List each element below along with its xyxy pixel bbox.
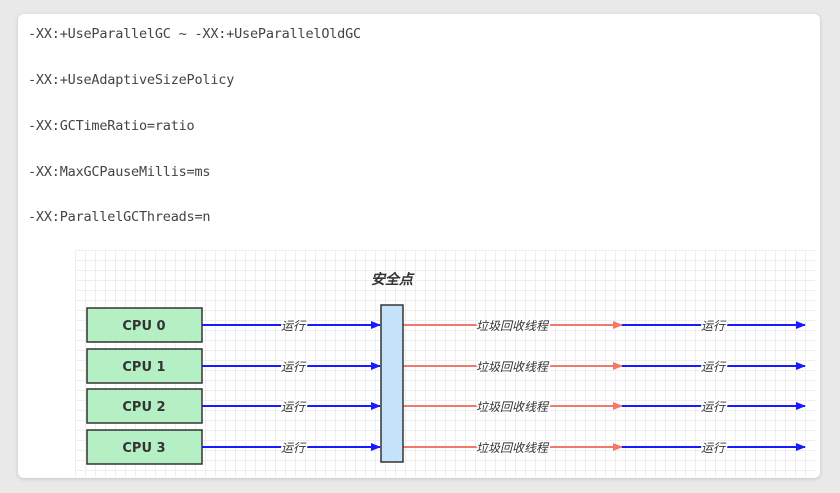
run-label: 运行	[281, 319, 307, 333]
run-label: 运行	[701, 360, 727, 374]
safepoint-bar	[380, 304, 404, 463]
cpu-label: CPU 3	[122, 441, 165, 456]
gc-label: 垃圾回收线程	[476, 400, 550, 414]
cpu-box	[86, 307, 203, 343]
jvm-option: -XX:GCTimeRatio=ratio	[28, 118, 195, 134]
gc-label: 垃圾回收线程	[476, 441, 550, 455]
run-label: 运行	[281, 360, 307, 374]
cpu-box	[86, 348, 203, 384]
run-label: 运行	[701, 400, 727, 414]
jvm-option: -XX:ParallelGCThreads=n	[28, 209, 211, 225]
cpu-box	[86, 388, 203, 424]
safepoint-label: 安全点	[371, 271, 415, 288]
run-label: 运行	[281, 441, 307, 455]
run-label: 运行	[701, 319, 727, 333]
cpu-label: CPU 2	[122, 400, 165, 415]
jvm-option: -XX:+UseAdaptiveSizePolicy	[28, 72, 235, 88]
run-label: 运行	[701, 441, 727, 455]
jvm-option: -XX:MaxGCPauseMillis=ms	[28, 164, 211, 180]
gc-label: 垃圾回收线程	[476, 360, 550, 374]
run-label: 运行	[281, 400, 307, 414]
jvm-option: -XX:+UseParallelGC ~ -XX:+UseParallelOld…	[28, 26, 361, 42]
gc-label: 垃圾回收线程	[476, 319, 550, 333]
cpu-label: CPU 0	[122, 319, 165, 334]
cpu-label: CPU 1	[122, 360, 165, 375]
